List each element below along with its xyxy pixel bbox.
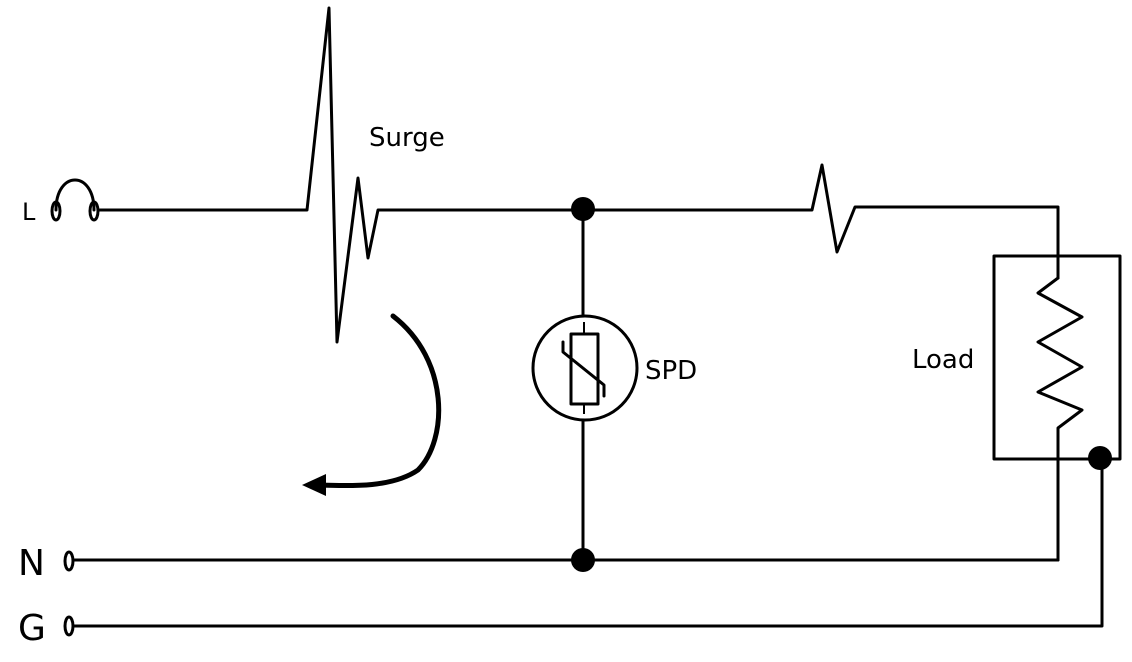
surge-diversion-arrow bbox=[302, 313, 442, 496]
neutral-terminal-label: N bbox=[18, 543, 45, 584]
load-resistor-symbol bbox=[1036, 276, 1084, 562]
line-plug-symbol bbox=[50, 178, 100, 222]
line-wire bbox=[96, 6, 1060, 344]
spd-label: SPD bbox=[645, 356, 697, 386]
spd-varistor-symbol bbox=[531, 314, 639, 422]
ground-wire bbox=[71, 456, 1104, 628]
load-label: Load bbox=[912, 345, 974, 375]
ground-terminal-label: G bbox=[18, 608, 46, 649]
surge-label: Surge bbox=[369, 123, 445, 153]
line-terminal-label: L bbox=[22, 198, 36, 226]
neutral-terminal-symbol bbox=[63, 550, 75, 572]
